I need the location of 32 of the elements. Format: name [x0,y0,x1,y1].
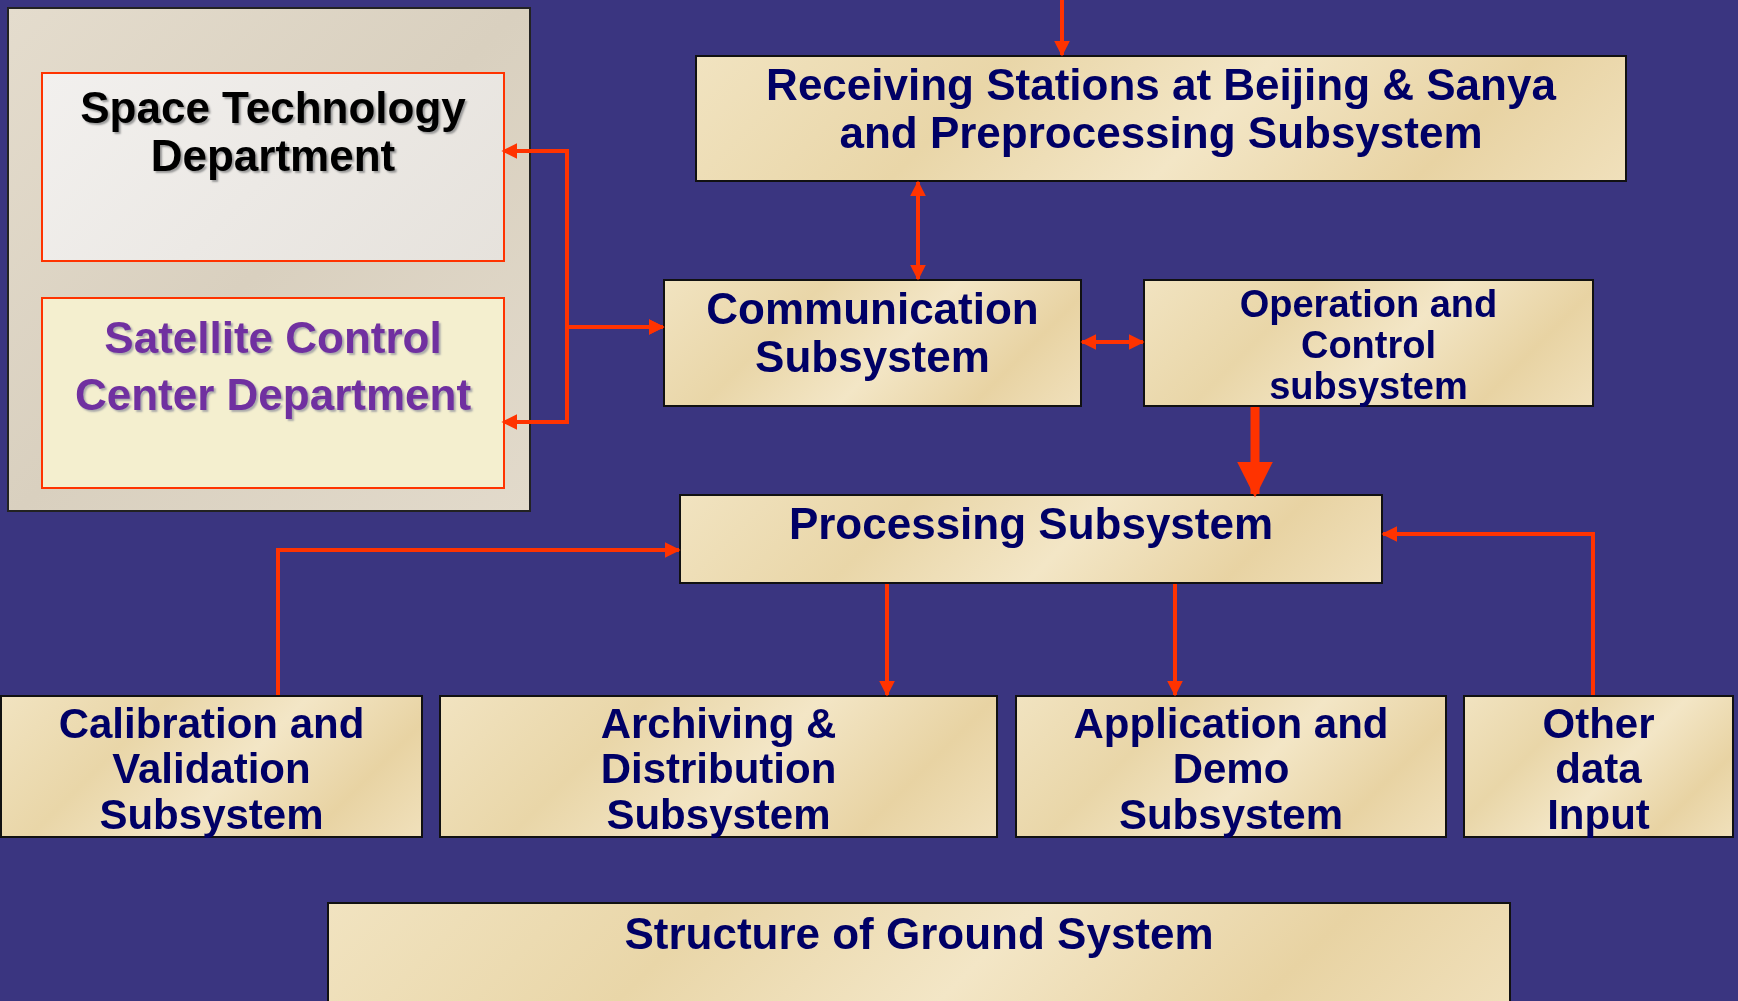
node-label: Other data Input [1541,701,1656,838]
subsystem-box [663,279,1082,407]
subsystem-box [0,695,423,838]
node-label: Operation and Control subsystem [1238,284,1499,408]
subsystem-box [679,494,1383,584]
subsystem-box [1143,279,1594,407]
subsystem-box [1463,695,1734,838]
department-box [41,72,505,262]
arrow [501,319,665,430]
arrow [1054,0,1070,57]
node-label: Archiving & Distribution Subsystem [599,701,838,838]
subsystem-box [695,55,1627,182]
node-label: Satellite Control Center Department [73,312,473,422]
node-label: Structure of Ground System [624,910,1214,958]
node-label: Application and Demo Subsystem [1072,701,1390,838]
node-label: Receiving Stations at Beijing & Sanya and Preprocessing Subsystem [765,61,1558,157]
arrow [879,584,895,697]
subsystem-box [1015,695,1447,838]
node-label: Communication Subsystem [705,285,1040,381]
arrow [276,542,681,695]
arrow [1167,584,1183,697]
arrow [910,180,926,281]
node-label: Calibration and Validation Subsystem [57,701,366,838]
title-banner [327,902,1511,1001]
arrow [1080,334,1145,350]
arrow [1237,407,1273,498]
arrow [1381,526,1595,695]
department-panel [7,7,531,512]
subsystem-box [439,695,998,838]
node-label: Space Technology Department [79,84,467,180]
department-box [41,297,505,489]
node-label: Processing Subsystem [788,500,1274,548]
